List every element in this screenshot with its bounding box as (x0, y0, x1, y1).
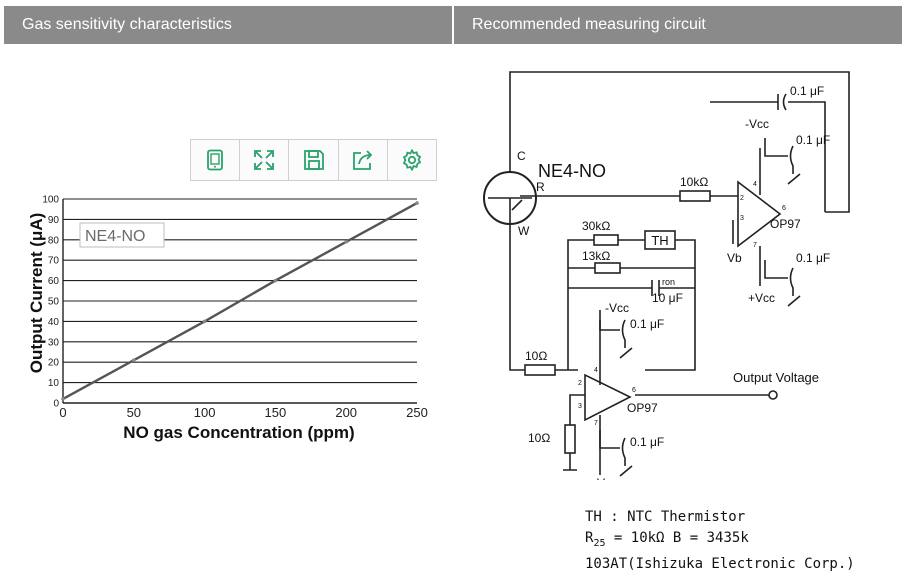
thermistor-note: TH : NTC Thermistor R25 = 10kΩ B = 3435k… (585, 507, 855, 575)
resistors (524, 190, 711, 471)
sensor-ne4-no (483, 171, 537, 225)
note-line-2-sub: 25 (593, 537, 606, 549)
annotation-label: NE4-NO (85, 228, 145, 245)
opamp-upper-pin4: 4 (753, 181, 757, 188)
thermistor-label: TH (651, 233, 668, 248)
chart-series (62, 202, 418, 400)
settings-icon (402, 149, 422, 171)
ron-label: ron (662, 277, 675, 287)
opamp-lower-pin7: 7 (594, 420, 598, 427)
neg-vcc-lower-label: -Vcc (605, 301, 629, 315)
y-tick-labels: 0 10 20 30 40 50 60 70 80 90 100 (42, 195, 59, 410)
fullscreen-icon (254, 150, 275, 170)
y-tick-100: 100 (42, 195, 59, 206)
measuring-circuit-diagram: C R W NE4-NO 10kΩ 30kΩ TH 13kΩ ron 10 μF… (483, 71, 850, 480)
data-point-0-0 (61, 397, 65, 401)
x-tick-100: 100 (194, 405, 216, 420)
cap-u1-neg-label: 0.1 μF (796, 133, 830, 147)
y-tick-10: 10 (48, 378, 60, 389)
x-tick-labels: 0 50 100 150 200 250 (59, 405, 427, 420)
cap-u1-pos-label: 0.1 μF (796, 251, 830, 265)
opamp-lower-pin4: 4 (594, 367, 598, 374)
data-point-0-3 (273, 278, 278, 283)
capacitors (599, 93, 801, 477)
y-axis-label: Output Current (μA) (27, 213, 46, 374)
pin-r-label: R (536, 180, 545, 194)
data-point-0-2 (202, 319, 207, 324)
save-button[interactable] (289, 140, 339, 180)
pos-vcc-lower-label: +Vcc (590, 476, 617, 480)
opamp-lower-pin2: 2 (578, 380, 582, 387)
sensor-label: NE4-NO (538, 161, 606, 181)
opamp-lower-pin3: 3 (578, 403, 582, 410)
y-tick-90: 90 (48, 215, 60, 226)
cap-top-label: 0.1 μF (790, 84, 824, 98)
x-tick-150: 150 (265, 405, 287, 420)
pin-c-label: C (517, 149, 526, 163)
thermistor-th (644, 230, 676, 250)
opamp-lower (584, 320, 632, 475)
opamp-lower-label: OP97 (627, 401, 658, 415)
circuit-wires (509, 71, 850, 425)
note-line-2-r: R (585, 530, 594, 546)
circuit-labels: C R W NE4-NO 10kΩ 30kΩ TH 13kΩ ron 10 μF… (517, 84, 830, 480)
neg-vcc-upper-label: -Vcc (745, 117, 769, 131)
gas-sensitivity-chart: 0 10 20 30 40 50 60 70 80 90 100 0 50 100 150 200 250 N… (27, 195, 428, 443)
annotation-box (79, 222, 165, 248)
y-tick-70: 70 (48, 256, 60, 267)
note-line-1: TH : NTC Thermistor (585, 509, 746, 525)
x-tick-200: 200 (335, 405, 357, 420)
note-line-3: 103AT(Ishizuka Electronic Corp.) (585, 555, 855, 572)
opamp-lower-pin6: 6 (632, 387, 636, 394)
cap-10u-label: 10 μF (652, 291, 683, 305)
data-point-0-4 (344, 240, 349, 244)
pin-w-label: W (518, 224, 530, 238)
y-tick-50: 50 (48, 297, 60, 308)
resistor-13k-label: 13kΩ (582, 249, 610, 263)
tablet-icon (207, 149, 223, 171)
y-tick-60: 60 (48, 276, 60, 287)
vb-label: Vb (727, 251, 742, 265)
output-voltage-label: Output Voltage (733, 370, 819, 385)
opamp-upper-pin2: 2 (740, 195, 744, 202)
x-tick-0: 0 (59, 405, 66, 420)
cap-u2-neg-label: 0.1 μF (630, 317, 664, 331)
note-line-2: R25 = 10kΩ B = 3435k (585, 528, 855, 554)
section-header-gas-sensitivity: Gas sensitivity characteristics (4, 6, 452, 44)
opamp-upper-pin3: 3 (740, 215, 744, 222)
opamp-upper-pin6: 6 (782, 205, 786, 212)
opamp-upper (737, 148, 782, 286)
tablet-view-button[interactable] (191, 140, 241, 180)
settings-button[interactable] (388, 140, 436, 180)
resistor-10-ground-label: 10Ω (528, 431, 550, 445)
opamp-upper-label: OP97 (770, 217, 801, 231)
y-tick-80: 80 (48, 235, 60, 246)
x-tick-250: 250 (406, 405, 428, 420)
resistor-30k-label: 30kΩ (582, 219, 610, 233)
data-point-0-1 (132, 358, 136, 362)
x-tick-50: 50 (127, 405, 141, 420)
pos-vcc-upper-label: +Vcc (748, 291, 775, 305)
chart-gridlines (62, 198, 417, 404)
cap-u2-pos-label: 0.1 μF (630, 435, 664, 449)
y-tick-0: 0 (53, 399, 59, 410)
y-tick-40: 40 (48, 317, 60, 328)
output-terminal (768, 390, 778, 400)
resistor-10-input-label: 10Ω (525, 349, 547, 363)
y-tick-30: 30 (48, 337, 60, 348)
chart-points (61, 201, 419, 401)
data-point-0-5 (415, 201, 419, 205)
note-line-2-rest: = 10kΩ B = 3435k (605, 530, 749, 546)
section-header-measuring-circuit: Recommended measuring circuit (454, 6, 902, 44)
share-button[interactable] (339, 140, 388, 180)
save-icon (303, 150, 324, 170)
chart-toolbar (190, 139, 437, 181)
series-line-0 (62, 202, 418, 400)
x-axis-label: NO gas Concentration (ppm) (123, 423, 354, 442)
opamp-upper-pin7: 7 (753, 242, 757, 249)
y-tick-20: 20 (48, 358, 60, 369)
share-icon (352, 150, 372, 170)
fullscreen-button[interactable] (240, 140, 290, 180)
resistor-10k-label: 10kΩ (680, 175, 708, 189)
